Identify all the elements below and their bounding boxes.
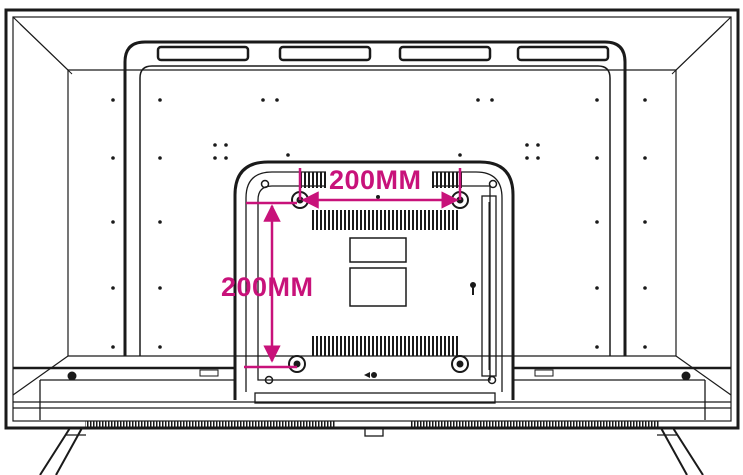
back-cover xyxy=(123,40,627,356)
bottom-speaker-grilles xyxy=(85,421,660,437)
horizontal-dimension-label: 200MM xyxy=(329,165,422,195)
plate-vents xyxy=(298,172,462,356)
vertical-dimension-label: 200MM xyxy=(221,272,314,302)
horizontal-label-bg xyxy=(326,164,432,194)
top-vent-slots xyxy=(156,45,610,62)
screw-dots xyxy=(111,98,647,349)
bottom-bezel xyxy=(13,366,731,420)
plate-labels xyxy=(349,237,407,307)
stand-legs xyxy=(39,427,704,475)
dimension-lines xyxy=(244,168,462,369)
